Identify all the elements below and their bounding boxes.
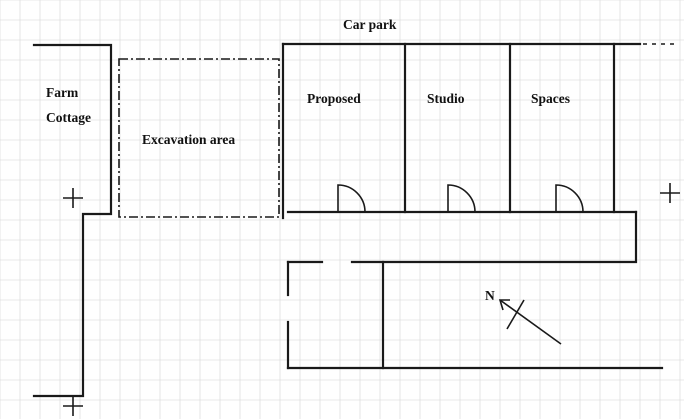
door-swing-1 xyxy=(337,184,366,213)
spaces-label: Spaces xyxy=(531,91,570,106)
north-arrow-crossbar xyxy=(506,299,525,330)
car-park-label: Car park xyxy=(343,17,397,32)
registration-mark-bottom-left xyxy=(63,396,83,416)
cottage-label: Cottage xyxy=(46,110,91,125)
door-swing-2 xyxy=(447,184,476,213)
door-swing-3 xyxy=(555,184,584,213)
corridor-wall xyxy=(350,210,638,264)
farm-label: Farm xyxy=(46,85,79,100)
north-arrow-shaft xyxy=(499,299,562,345)
north-label: N xyxy=(485,288,495,303)
farm-cottage-outline xyxy=(32,43,113,398)
north-arrow-head xyxy=(498,299,510,311)
excavation-area-label: Excavation area xyxy=(142,132,235,147)
proposed-label: Proposed xyxy=(307,91,361,106)
excavation-area-boundary xyxy=(118,58,280,218)
studio-label: Studio xyxy=(427,91,465,106)
registration-mark-left xyxy=(63,188,83,208)
registration-mark-right xyxy=(660,183,680,203)
